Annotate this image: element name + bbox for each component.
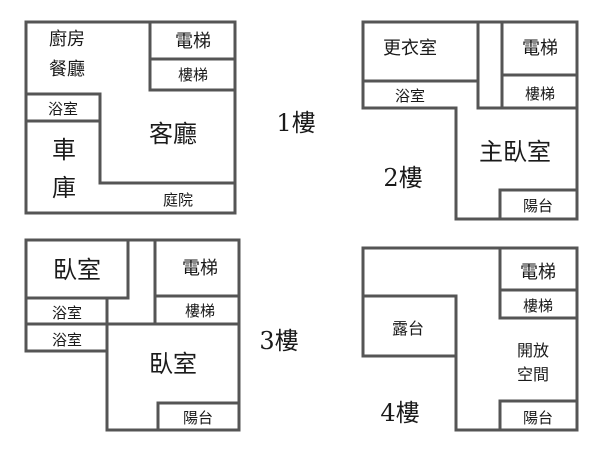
room-courtyard-label: 庭院 [163,191,193,209]
room-balcony-label: 陽台 [183,409,213,427]
floor-2-plan: 更衣室 電梯 樓梯 浴室 主臥室 陽台 [361,20,579,221]
room-master-bedroom-label: 主臥室 [479,138,551,166]
room-stairs-label: 樓梯 [525,85,555,103]
floor-3-title: 3樓 [259,327,298,355]
room-bedroom-a-label: 臥室 [53,256,101,284]
room-garage-label-1: 車 [52,136,76,164]
room-stairs-label: 樓梯 [185,302,215,320]
floor-1-walls [24,20,237,185]
floor-4-title: 4樓 [380,399,419,427]
floor-3-plan: 臥室 電梯 樓梯 浴室 浴室 臥室 陽台 [24,238,241,432]
floor-2-outline [361,20,579,221]
room-open-space-label-1: 開放 [517,341,549,360]
room-garage-label-2: 庫 [52,174,76,202]
room-stairs-label: 樓梯 [523,297,553,315]
floor-3-outline [24,238,241,432]
room-terrace-label: 露台 [392,319,424,338]
floor-1-plan: 廚房 餐廳 電梯 樓梯 浴室 客廳 車 庫 庭院 [24,20,237,215]
room-living-label: 客廳 [149,120,197,148]
room-dressing-label: 更衣室 [383,38,437,59]
floor-1-outline [24,20,237,215]
floor-3-walls [24,238,241,432]
room-balcony-label: 陽台 [523,197,553,215]
room-kitchen-label: 廚房 [49,28,85,50]
room-elevator-label: 電梯 [522,38,558,59]
room-bath-label: 浴室 [395,87,425,105]
room-elevator-label: 電梯 [520,262,556,283]
room-elevator-label: 電梯 [175,31,211,52]
room-balcony-label: 陽台 [523,409,553,427]
room-dining-label: 餐廳 [49,59,85,80]
floor-2-walls [361,20,579,221]
room-bedroom-b-label: 臥室 [149,350,197,378]
room-bath-label: 浴室 [48,100,78,118]
floor-2-title: 2樓 [383,164,422,192]
room-open-space-label-2: 空間 [517,365,549,384]
room-stairs-label: 樓梯 [178,66,208,84]
floor-1-title: 1樓 [276,109,315,137]
floor-4-walls [361,246,579,432]
floor-4-plan: 電梯 樓梯 露台 開放 空間 陽台 [361,246,579,432]
room-elevator-label: 電梯 [182,258,218,279]
room-bath-b-label: 浴室 [52,331,82,349]
room-bath-a-label: 浴室 [52,304,82,322]
floor-4-outline [361,246,579,432]
